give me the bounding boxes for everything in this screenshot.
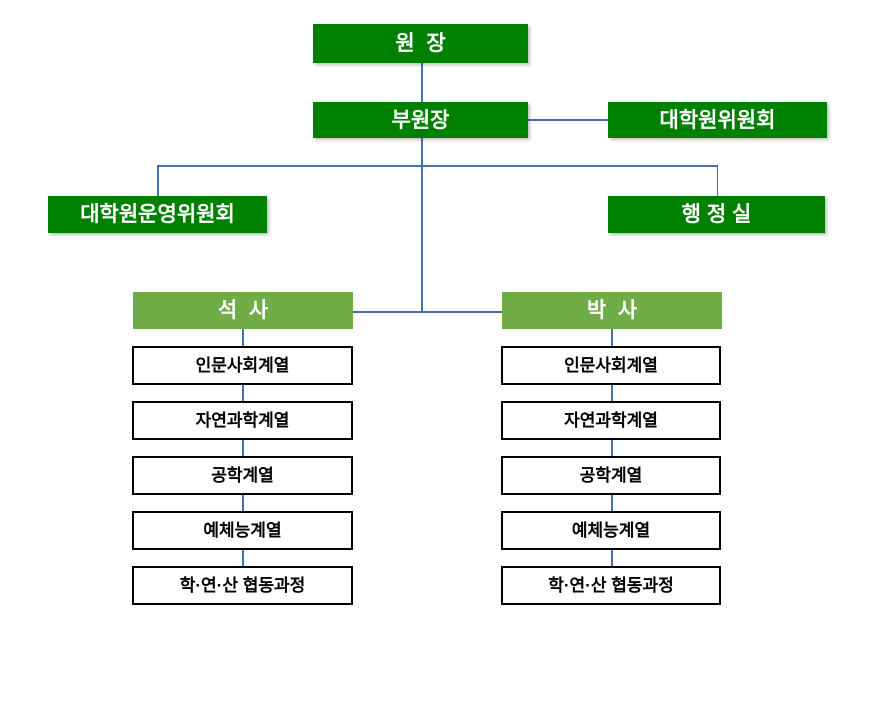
- connector-stub: [242, 385, 244, 401]
- track-label: 공학계열: [579, 466, 643, 485]
- org-box-vice-director-label: 부원장: [391, 108, 450, 132]
- connector-stub: [242, 329, 244, 346]
- org-box-doctorate: 박 사: [502, 292, 722, 329]
- connector-stub: [242, 550, 244, 566]
- connector-center-vertical: [421, 165, 423, 312]
- org-box-director-label: 원 장: [395, 32, 446, 55]
- connector-vice-branch-vertical: [421, 138, 423, 166]
- org-box-operations-committee-label: 대학원운영위원회: [80, 203, 235, 226]
- org-box-admin-office: 행 정 실: [608, 196, 825, 233]
- connector-director-vice: [421, 63, 423, 102]
- org-box-doctorate-track-3: 공학계열: [501, 456, 721, 495]
- track-label: 예체능계열: [571, 521, 651, 540]
- org-box-vice-director: 부원장: [313, 102, 528, 138]
- org-box-masters-track-1: 인문사회계열: [132, 346, 353, 385]
- org-box-operations-committee: 대학원운영위원회: [48, 196, 267, 233]
- org-box-director: 원 장: [313, 24, 528, 63]
- org-box-masters-track-2: 자연과학계열: [132, 401, 353, 440]
- track-label: 자연과학계열: [195, 411, 290, 430]
- org-box-doctorate-track-1: 인문사회계열: [501, 346, 721, 385]
- connector-vice-gradcommittee: [528, 119, 608, 121]
- connector-drop-operations: [157, 165, 159, 196]
- org-box-graduate-committee-label: 대학원위원회: [659, 108, 776, 132]
- track-label: 인문사회계열: [564, 356, 658, 375]
- track-label: 학·연·산 협동과정: [548, 576, 674, 595]
- org-box-doctorate-track-5: 학·연·산 협동과정: [501, 566, 721, 605]
- connector-drop-admin: [716, 165, 718, 196]
- track-label: 학·연·산 협동과정: [179, 576, 306, 595]
- connector-stub: [611, 385, 613, 401]
- org-box-doctorate-label: 박 사: [586, 299, 638, 322]
- connector-stub: [611, 550, 613, 566]
- org-box-doctorate-track-2: 자연과학계열: [501, 401, 721, 440]
- org-box-admin-office-label: 행 정 실: [681, 203, 752, 226]
- connector-stub: [611, 495, 613, 511]
- org-box-masters-track-5: 학·연·산 협동과정: [132, 566, 353, 605]
- connector-stub: [611, 440, 613, 456]
- track-label: 자연과학계열: [564, 411, 658, 430]
- org-box-graduate-committee: 대학원위원회: [608, 102, 827, 138]
- org-box-masters-label: 석 사: [217, 299, 269, 322]
- connector-stub: [611, 329, 613, 346]
- track-label: 예체능계열: [203, 521, 282, 540]
- track-label: 인문사회계열: [195, 356, 290, 375]
- connector-stub: [242, 495, 244, 511]
- org-box-masters-track-4: 예체능계열: [132, 511, 353, 550]
- connector-stub: [242, 440, 244, 456]
- org-box-masters: 석 사: [133, 292, 353, 329]
- connector-branch-horizontal: [157, 165, 718, 167]
- track-label: 공학계열: [211, 466, 274, 485]
- org-box-doctorate-track-4: 예체능계열: [501, 511, 721, 550]
- connector-masters-doctorate: [353, 311, 502, 313]
- org-box-masters-track-3: 공학계열: [132, 456, 353, 495]
